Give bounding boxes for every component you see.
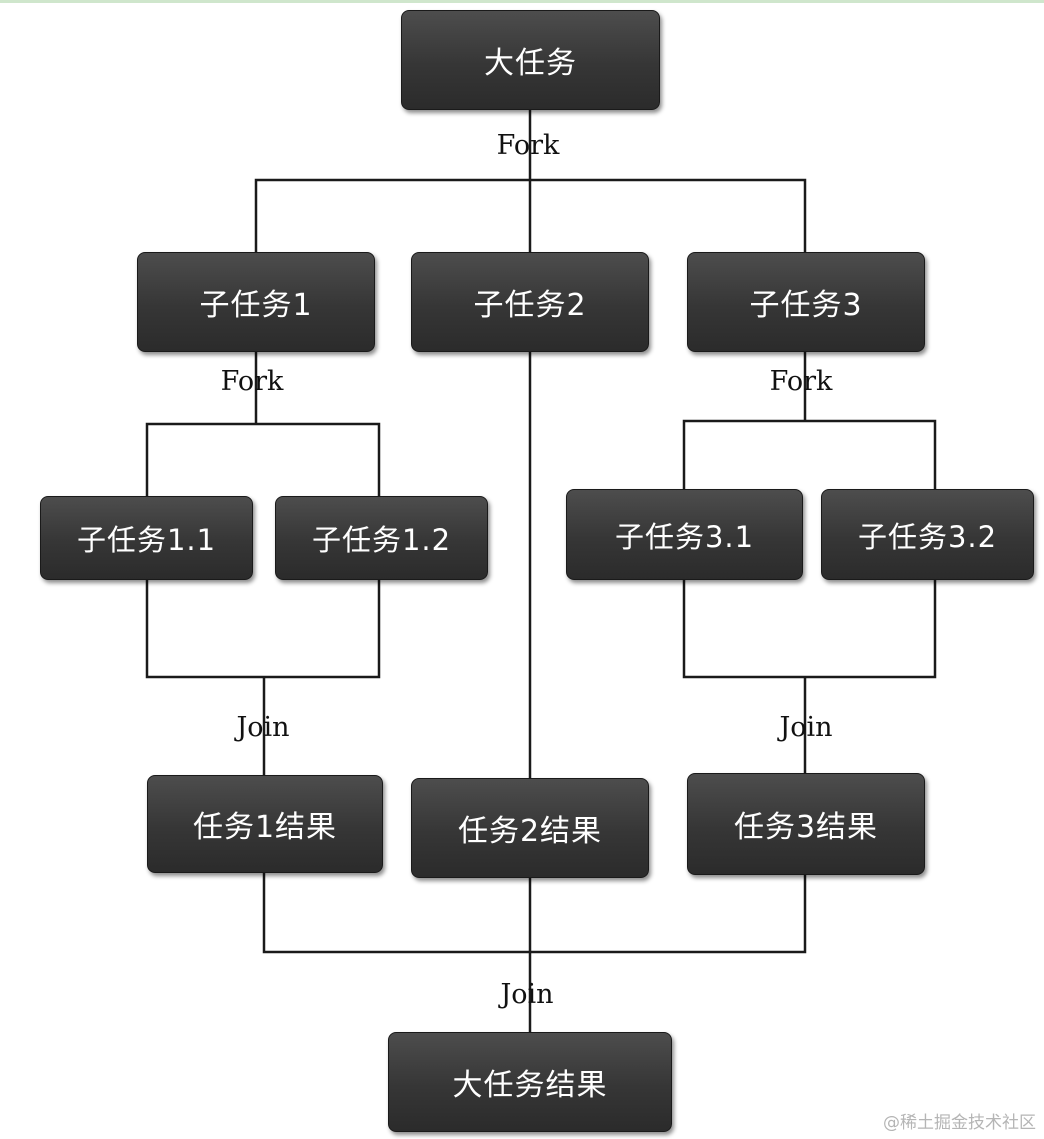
node-subtask-1: 子任务1 — [137, 252, 375, 352]
fork-label-sub3: Fork — [769, 366, 833, 397]
connector-join-results — [262, 873, 807, 954]
top-border — [0, 0, 1044, 3]
node-result-3: 任务3结果 — [687, 773, 925, 875]
node-root-task: 大任务 — [401, 10, 660, 110]
node-subtask-1-1: 子任务1.1 — [40, 496, 253, 580]
fork-label-sub1: Fork — [220, 366, 284, 397]
node-subtask-3: 子任务3 — [687, 252, 925, 352]
connector-join-sub3 — [682, 580, 937, 679]
join-label-1: Join — [236, 712, 290, 743]
node-final-result: 大任务结果 — [388, 1032, 672, 1132]
node-subtask-3-1: 子任务3.1 — [566, 489, 803, 580]
node-subtask-1-2: 子任务1.2 — [275, 496, 488, 580]
connector-join-sub1 — [145, 580, 381, 679]
join-label-final: Join — [500, 979, 554, 1010]
connector-fork-sub1 — [145, 422, 381, 496]
node-subtask-3-2: 子任务3.2 — [821, 489, 1034, 580]
node-result-1: 任务1结果 — [147, 775, 383, 873]
watermark: @稀土掘金技术社区 — [883, 1113, 1036, 1133]
fork-label-root: Fork — [496, 130, 560, 161]
join-label-3: Join — [779, 712, 833, 743]
connector-fork-sub3 — [682, 419, 937, 489]
connector-fork-root — [254, 178, 807, 252]
node-subtask-2: 子任务2 — [411, 252, 649, 352]
node-result-2: 任务2结果 — [411, 778, 649, 878]
